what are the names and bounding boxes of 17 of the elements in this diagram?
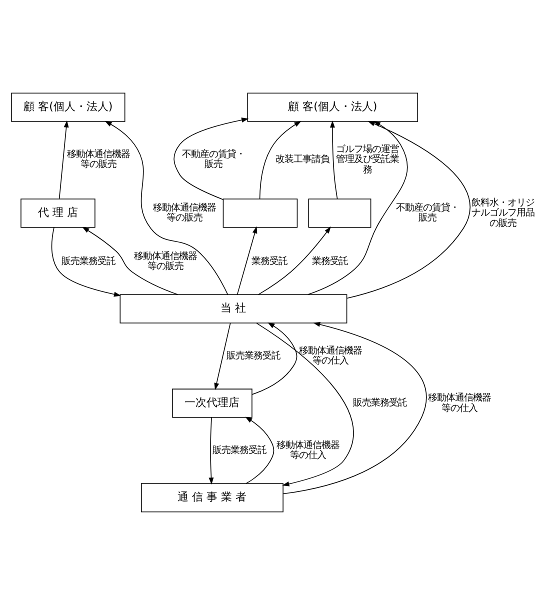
- edge-label: 移動体通信機器等の販売: [152, 202, 216, 224]
- edge-label: 業務受託: [251, 256, 288, 268]
- edge-label: 業務受託: [312, 256, 348, 268]
- edge-label: 移動体通信機器等の仕入: [276, 440, 340, 462]
- edge-label: 改装工事請負: [275, 154, 330, 166]
- edge-label: 移動体通信機器等の販売: [66, 148, 130, 170]
- edge-label: ゴルフ場の運営管理及び受託業務: [336, 144, 400, 176]
- edge-label: 販売業務受託: [226, 350, 281, 362]
- edge-label: 移動体通信機器等の仕入: [299, 345, 362, 367]
- edge-label: 販売業務受託: [61, 256, 116, 268]
- edge-label: 移動体通信機器等の仕入: [428, 392, 492, 414]
- edge-label: 移動体通信機器等の販売: [134, 250, 197, 272]
- edge-label: 不動産の賃貸・販売: [396, 202, 459, 224]
- edge-label: 飲料水・オリジナルゴルフ用品の販売: [472, 197, 535, 229]
- edge-label: 不動産の賃貸・販売: [182, 148, 245, 170]
- edge-label: 販売業務受託: [353, 398, 408, 409]
- edge-label: 販売業務受託: [212, 444, 266, 456]
